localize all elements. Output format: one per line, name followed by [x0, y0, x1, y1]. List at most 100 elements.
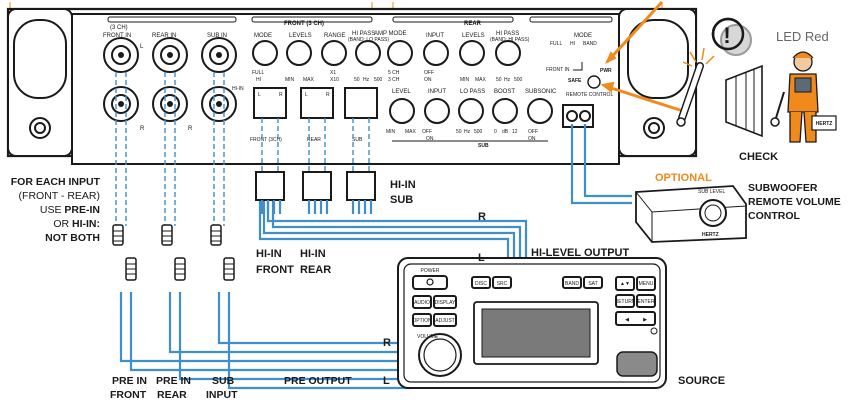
label-rca-r: R [140, 126, 145, 132]
knob-rear-input[interactable] [423, 40, 449, 66]
knob-hi-pass[interactable] [355, 40, 381, 66]
label-return: RETURN [615, 299, 636, 305]
panel-slot-2 [251, 16, 373, 23]
rca-plug-rear-l [161, 224, 173, 246]
next-icon: ▶ [643, 317, 647, 323]
btn-disc[interactable] [471, 276, 491, 289]
prev-icon: ◀ [625, 317, 629, 323]
label-hi-front-3ch: FRONT (3CH) [250, 137, 282, 143]
rca-plug-sub-r [223, 257, 235, 281]
label-rear-in: REAR IN [152, 33, 176, 39]
label-3ch-sw: 3 CH [388, 77, 400, 83]
btn-up-down[interactable] [615, 276, 635, 291]
btn-enter[interactable] [636, 294, 656, 308]
label-sat: SAT [588, 281, 597, 287]
remote-volume-control: SUB LEVEL HERTZ [635, 185, 747, 243]
hi-in-port-front[interactable] [253, 87, 287, 119]
label-sub-input: INPUT [428, 89, 446, 95]
knob-mode[interactable] [252, 40, 278, 66]
label-db-0: 0 [494, 129, 497, 135]
mount-screw-right-inner [648, 122, 660, 134]
label-rear-on: ON [424, 77, 432, 83]
remote-cable-2 [583, 124, 632, 198]
label-lp-500: 500 [474, 129, 483, 135]
label-hi-r2: R [326, 92, 330, 98]
label-pre-in-front-2: FRONT [110, 389, 147, 401]
pre-cable-front [119, 292, 412, 363]
label-front-3ch: FRONT (3 CH) [284, 21, 324, 27]
label-disc: DISC [475, 281, 487, 287]
panel-slot-4 [529, 16, 613, 23]
btn-return[interactable] [615, 294, 635, 308]
label-volume: VOLUME [417, 334, 439, 340]
label-pwr: PWR [600, 68, 612, 74]
btn-src[interactable] [492, 276, 512, 289]
btn-display[interactable] [433, 295, 457, 309]
remote-knob[interactable] [699, 199, 727, 227]
rca-plugs [112, 224, 235, 281]
label-hi-in-amp: HI-IN [232, 86, 244, 92]
label-sub-input-1: SUB [212, 375, 235, 387]
remote-body [635, 185, 747, 243]
label-hi-in-rear-2: REAR [300, 264, 331, 276]
volume-knob[interactable] [418, 333, 462, 377]
label-hi-level-output: HI-LEVEL OUTPUT [531, 247, 629, 259]
remote-port-pin-2 [579, 110, 591, 122]
label-mode: MODE [254, 33, 272, 39]
label-db-12: 12 [512, 129, 518, 135]
knob-rear-levels[interactable] [459, 40, 485, 66]
knob-rear-hipass[interactable] [495, 40, 521, 66]
label-hi-in-sub-2: SUB [390, 194, 413, 206]
knob-amp-mode[interactable] [387, 40, 413, 66]
hi-in-port-sub[interactable] [344, 87, 378, 119]
label-rear-min: MIN [460, 77, 470, 83]
label-rca-l: L [140, 44, 144, 50]
hi-in-plug-sub-wires [351, 200, 373, 214]
knob-boost[interactable] [492, 98, 518, 124]
label-rear-hz50: 50 [496, 77, 502, 83]
knob-subsonic[interactable] [527, 98, 553, 124]
label-mode-full: FULL [550, 41, 562, 47]
knob-sub-level[interactable] [389, 98, 415, 124]
volume-knob-inner [423, 338, 457, 372]
label-sub-max: MAX [405, 129, 417, 135]
probe-tip [676, 117, 686, 127]
label-sub-in: SUB IN [207, 33, 227, 39]
rca-rear-r [152, 86, 188, 122]
label-boost: BOOST [494, 89, 515, 95]
btn-menu[interactable] [636, 276, 656, 291]
panel-slot-1 [107, 16, 237, 23]
knob-range[interactable] [321, 40, 347, 66]
btn-audio[interactable] [412, 295, 432, 309]
remote-cable-1 [570, 124, 632, 205]
rca-plug-sub-l [210, 224, 222, 246]
led-icon-ring [711, 17, 745, 51]
knob-sub-input[interactable] [424, 98, 450, 124]
btn-band[interactable] [562, 276, 582, 289]
hi-cable-3 [262, 200, 516, 268]
knob-lo-pass[interactable] [458, 98, 484, 124]
label-sub-off: OFF [422, 129, 432, 135]
mode-switch-mark [573, 62, 583, 71]
knob-levels[interactable] [286, 40, 312, 66]
label-remote-control: REMOTE CONTROL [566, 92, 613, 98]
label-db: dB [502, 129, 509, 135]
amplifier-panel: (3 CH) FRONT IN REAR IN SUB IN HI-IN L R… [6, 2, 698, 165]
amp-side-view [725, 64, 763, 138]
hi-in-port-rear[interactable] [300, 87, 334, 119]
label-pre-in-rear-1: PRE IN [156, 375, 191, 387]
label-full: FULL [252, 70, 264, 76]
rca-rear-l [152, 37, 188, 73]
hi-in-plug-front [255, 171, 285, 201]
label-hi: HI [256, 77, 261, 83]
btn-sat[interactable] [583, 276, 603, 289]
btn-skip[interactable] [615, 311, 656, 326]
label-hi-r: R [279, 92, 283, 98]
btn-power[interactable] [412, 275, 448, 290]
arrow-from-top [605, 0, 664, 64]
btn-option[interactable] [412, 313, 432, 327]
label-adjust: ADJUST [435, 318, 454, 324]
btn-adjust[interactable] [433, 313, 457, 327]
display-screen [481, 308, 591, 358]
label-enter: ENTER [638, 299, 655, 305]
